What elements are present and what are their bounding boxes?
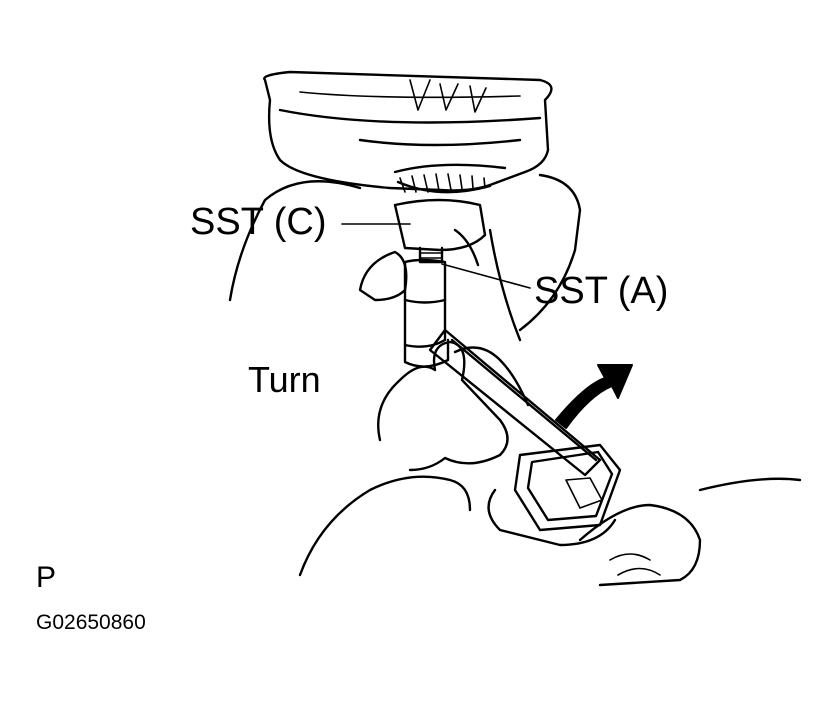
curved-arrow-icon <box>555 364 633 429</box>
wrench <box>428 328 622 547</box>
sst-c-label: SST (C) <box>190 201 327 243</box>
sst-a-label: SST (A) <box>534 270 669 312</box>
background-shapes <box>228 173 582 342</box>
leader-lines <box>341 223 531 289</box>
view-code-label: P <box>36 561 57 594</box>
figure-id-label: G02650860 <box>36 611 146 634</box>
alternator <box>263 70 553 194</box>
turn-label: Turn <box>248 359 321 400</box>
special-service-tools <box>393 198 487 368</box>
hands <box>298 250 802 587</box>
